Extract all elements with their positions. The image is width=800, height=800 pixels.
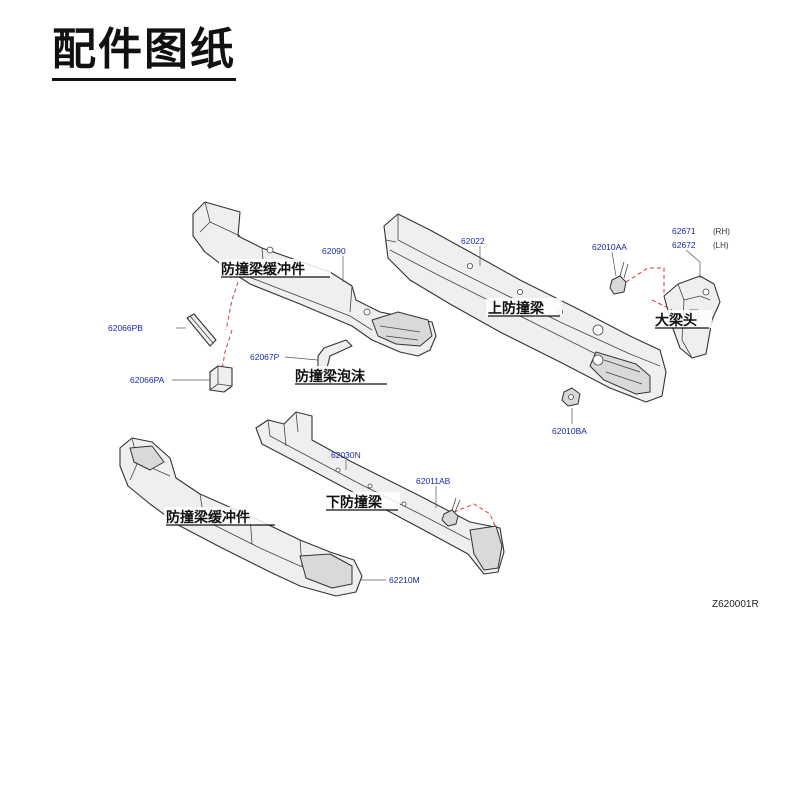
label-foam-group: 防撞梁泡沫 [293, 366, 389, 385]
label-main-beam-head-group: 大梁头 [652, 310, 712, 329]
label-upper-absorber-group: 防撞梁缓冲件 [219, 259, 331, 278]
guide-dash [453, 503, 497, 529]
pad-62066pa-part [209, 365, 233, 393]
partno-62672: 62672 [672, 240, 696, 250]
partno-62090: 62090 [322, 246, 346, 256]
lh-label: (LH) [713, 241, 729, 250]
bolt-62011ab-part [441, 497, 461, 527]
label-foam: 防撞梁泡沫 [295, 368, 366, 385]
guide-dash [225, 281, 239, 331]
partno-62067p: 62067P [250, 352, 280, 362]
partno-62066pb: 62066PB [108, 323, 143, 333]
pad-62066pb-part [186, 313, 217, 347]
partno-62010ba: 62010BA [552, 426, 587, 436]
label-upper-absorber: 防撞梁缓冲件 [221, 261, 305, 278]
label-lower-absorber-group: 防撞梁缓冲件 [164, 507, 276, 526]
guide-dash [651, 299, 673, 311]
diagram-ref: Z620001R [712, 599, 759, 610]
partno-62210m: 62210M [389, 575, 420, 585]
guide-dash [221, 329, 233, 371]
upper-absorber-part [192, 201, 437, 357]
guide-dash [625, 267, 665, 296]
leader-line [685, 249, 701, 278]
partno-62022: 62022 [461, 236, 485, 246]
label-lower-beam-group: 下防撞梁 [324, 492, 400, 511]
page-title: 配件图纸 [52, 22, 236, 81]
label-lower-beam: 下防撞梁 [326, 494, 383, 511]
label-lower-absorber: 防撞梁缓冲件 [166, 509, 250, 526]
bolt-62010aa-part [609, 261, 629, 295]
nut-62010ba-part [561, 387, 581, 407]
partno-62030n: 62030N [331, 450, 361, 460]
label-main-beam-head: 大梁头 [655, 312, 697, 329]
partno-62066pa: 62066PA [130, 375, 165, 385]
leader-line [284, 356, 319, 361]
leader-line [611, 251, 617, 277]
partno-62011ab: 62011AB [416, 476, 451, 486]
rh-label: (RH) [713, 227, 730, 236]
partno-62671: 62671 [672, 226, 696, 236]
partno-62010aa: 62010AA [592, 242, 627, 252]
label-upper-beam: 上防撞梁 [488, 300, 545, 317]
label-upper-beam-group: 上防撞梁 [486, 298, 562, 317]
